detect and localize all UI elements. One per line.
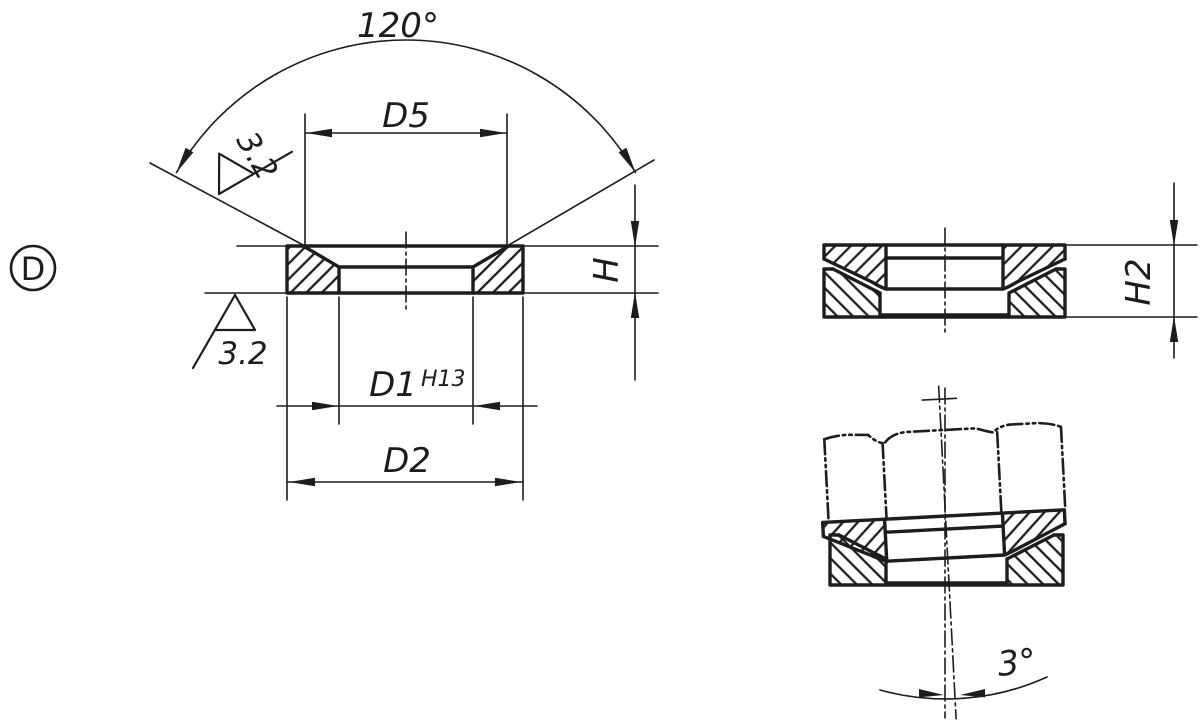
seat-washer-outline bbox=[822, 267, 1067, 319]
tilted-washer-bore-edges bbox=[882, 511, 1007, 563]
nut-face-edges bbox=[881, 430, 1003, 521]
cone-angle-arm-right bbox=[506, 159, 655, 247]
roughness-symbol-cone: 3.2 bbox=[217, 126, 293, 196]
cone-angle-arm-left bbox=[149, 162, 306, 247]
nut-side-edges bbox=[822, 425, 1067, 524]
washer-outline bbox=[285, 244, 525, 295]
tilt-view-nut-on-washers: 3° bbox=[820, 385, 1067, 720]
roughness-bottom-value: 3.2 bbox=[218, 336, 267, 372]
d2-arrowhead-right bbox=[495, 477, 521, 487]
form-label-circle bbox=[9, 244, 57, 292]
d2-label: D2 bbox=[383, 441, 431, 481]
upper-washer-bore-edges bbox=[884, 243, 1005, 291]
d2-arrowhead-left bbox=[289, 477, 315, 487]
cone-angle-dimension: 120° bbox=[149, 6, 655, 247]
assembly-upper-cone-washer bbox=[822, 243, 1067, 291]
hatch-lower-left bbox=[824, 269, 880, 317]
roughness-cone-value: 3.2 bbox=[229, 126, 285, 187]
h-dimension: H bbox=[522, 184, 659, 381]
d5-arrowhead-left bbox=[306, 128, 332, 138]
tilted-washer-top-edges bbox=[820, 508, 1067, 539]
hatch-tilted-right bbox=[1002, 509, 1066, 555]
nut-top-edge bbox=[822, 421, 1063, 445]
roughness-icon bbox=[191, 293, 257, 370]
d2-dimension: D2 bbox=[286, 296, 524, 501]
seat-cone-and-bore bbox=[837, 533, 1056, 587]
h2-dimension: H2 bbox=[1066, 182, 1198, 359]
cone-angle-label: 120° bbox=[357, 6, 439, 46]
arc-arrowhead-right bbox=[618, 147, 636, 173]
form-label-text: D bbox=[21, 250, 46, 288]
hatch-left bbox=[287, 246, 339, 293]
level-seat-washer bbox=[828, 533, 1065, 587]
h-arrowhead-top bbox=[630, 221, 640, 247]
upper-washer-top-edges bbox=[822, 243, 1067, 261]
roughness-symbol-bottom: 3.2 bbox=[191, 245, 288, 372]
washer-section-body bbox=[285, 231, 525, 310]
center-cross-tick bbox=[921, 397, 958, 401]
detail-view-conical-seat: 120° D5 3.2 3.2 bbox=[149, 6, 659, 501]
tilt-angle-dimension: 3° bbox=[879, 641, 1048, 700]
tilt-arrowhead-left bbox=[919, 689, 944, 698]
hatch-seat-right bbox=[1007, 535, 1063, 585]
d5-arrowhead-right bbox=[480, 128, 506, 138]
roughness-icon bbox=[217, 150, 293, 196]
d1-arrowhead-right bbox=[474, 401, 500, 411]
hatch-lower-right bbox=[1009, 269, 1065, 317]
hatch-upper-right bbox=[1003, 245, 1065, 289]
hex-nut-phantom bbox=[822, 421, 1067, 524]
tilted-centerline bbox=[937, 385, 957, 720]
d5-dimension: D5 bbox=[304, 96, 508, 246]
d5-label: D5 bbox=[382, 96, 430, 136]
tilt-arrowhead-right bbox=[960, 689, 985, 698]
hatch-right bbox=[473, 246, 523, 293]
hatch-upper-left bbox=[824, 245, 886, 289]
d1-tolerance-label: H13 bbox=[421, 367, 466, 392]
seat-washer-cone-and-bore bbox=[831, 267, 1058, 319]
h-arrowhead-bottom bbox=[630, 292, 640, 318]
form-label-badge: D bbox=[9, 244, 57, 292]
tilt-angle-arc bbox=[879, 676, 1048, 700]
h2-label: H2 bbox=[1119, 258, 1159, 305]
tilt-angle-label: 3° bbox=[996, 641, 1039, 685]
assembly-view-washer-pair: H2 bbox=[822, 182, 1198, 359]
h2-arrowhead-bottom bbox=[1169, 316, 1179, 342]
hatch-seat-left bbox=[830, 535, 886, 585]
seat-outline bbox=[828, 533, 1065, 587]
arc-arrowhead-left bbox=[176, 147, 194, 173]
h-label: H bbox=[587, 257, 627, 283]
d1-dimension: D1 H13 bbox=[276, 296, 538, 425]
h2-arrowhead-top bbox=[1169, 220, 1179, 246]
d1-arrowhead-left bbox=[312, 401, 338, 411]
cone-angle-arc bbox=[175, 39, 637, 174]
d1-label: D1 bbox=[369, 365, 417, 405]
assembly-lower-seat-washer bbox=[822, 267, 1067, 319]
